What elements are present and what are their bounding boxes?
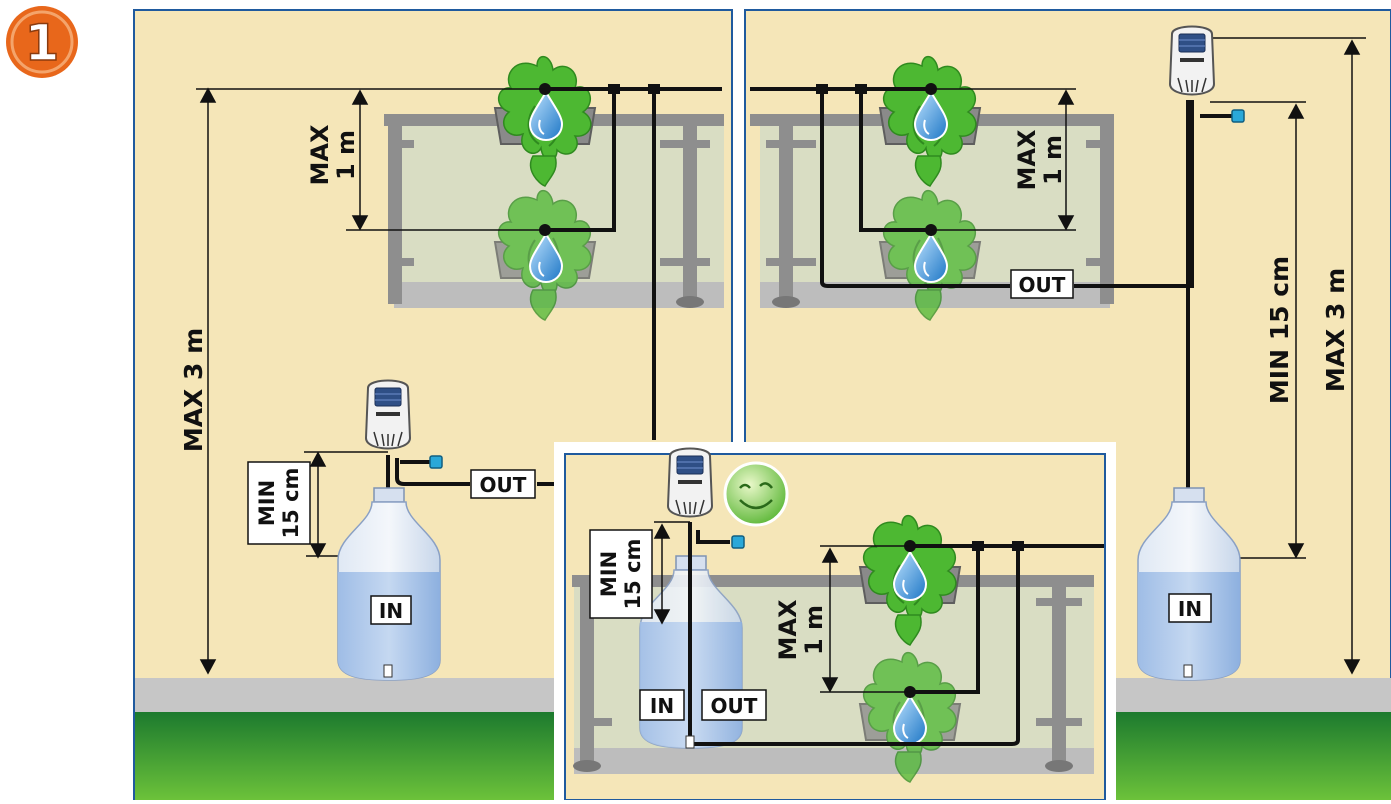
step-badge: 1 <box>6 6 78 78</box>
tap-fitting-icon <box>1231 109 1245 123</box>
irrigation-timer-icon <box>667 447 713 518</box>
tap-fitting-icon <box>731 535 745 549</box>
water-bottle <box>1137 487 1241 681</box>
max-between-label: MAX 1 m <box>1013 129 1067 190</box>
max-between-line-1: MAX <box>306 124 334 185</box>
out-label-box <box>701 689 767 721</box>
out-label: OUT <box>711 694 758 718</box>
max-height-label: MAX 3 m <box>1321 268 1350 392</box>
irrigation-timer-icon <box>1169 25 1215 96</box>
in-label: IN <box>650 694 674 718</box>
max-between-line-2: 1 m <box>1039 135 1067 185</box>
railing-post <box>683 118 697 304</box>
min-label-line-2: 15 cm <box>621 539 645 610</box>
out-label: OUT <box>1019 273 1066 297</box>
out-label-box <box>1010 269 1074 299</box>
max-between-label: MAX 1 m <box>774 599 828 660</box>
min-label: MIN 15 cm <box>1265 256 1294 404</box>
step-badge-ring <box>10 10 74 74</box>
min-label-box <box>247 461 311 545</box>
in-label-box <box>639 689 685 721</box>
water-bottle <box>337 487 441 681</box>
smiley-icon <box>723 461 789 527</box>
max-between-label: MAX 1 m <box>306 124 360 185</box>
out-label-box <box>470 469 536 499</box>
irrigation-timer-icon <box>365 379 411 450</box>
min-label-line-2: 15 cm <box>279 468 303 539</box>
min-label: MIN 15 cm <box>597 539 645 610</box>
inset-dimensions <box>653 521 910 693</box>
min-label-line-1: MIN <box>597 551 621 597</box>
max-between-line-1: MAX <box>774 599 802 660</box>
in-label-box <box>1168 593 1212 623</box>
panel-right-dimensions <box>931 37 1366 675</box>
min-label-box <box>589 529 653 619</box>
max-between-line-2: 1 m <box>800 605 828 655</box>
min-label: MIN 15 cm <box>255 468 303 539</box>
tap-fitting-icon <box>429 455 443 469</box>
inset-pipes <box>688 522 1104 746</box>
in-label-box <box>370 595 412 625</box>
step-badge-circle <box>6 6 78 78</box>
in-label: IN <box>1178 597 1202 621</box>
max-height-label: MAX 3 m <box>179 328 208 452</box>
out-label: OUT <box>480 473 527 497</box>
min-label-line-1: MIN <box>255 480 279 526</box>
max-between-line-2: 1 m <box>332 130 360 180</box>
railing-post <box>388 118 402 304</box>
in-label: IN <box>379 599 403 623</box>
step-number: 1 <box>25 14 60 72</box>
panel-inset: MIN 15 cm MAX 1 m IN OUT <box>554 442 1116 801</box>
max-between-line-1: MAX <box>1013 129 1041 190</box>
panel-left-dimensions <box>196 87 545 675</box>
